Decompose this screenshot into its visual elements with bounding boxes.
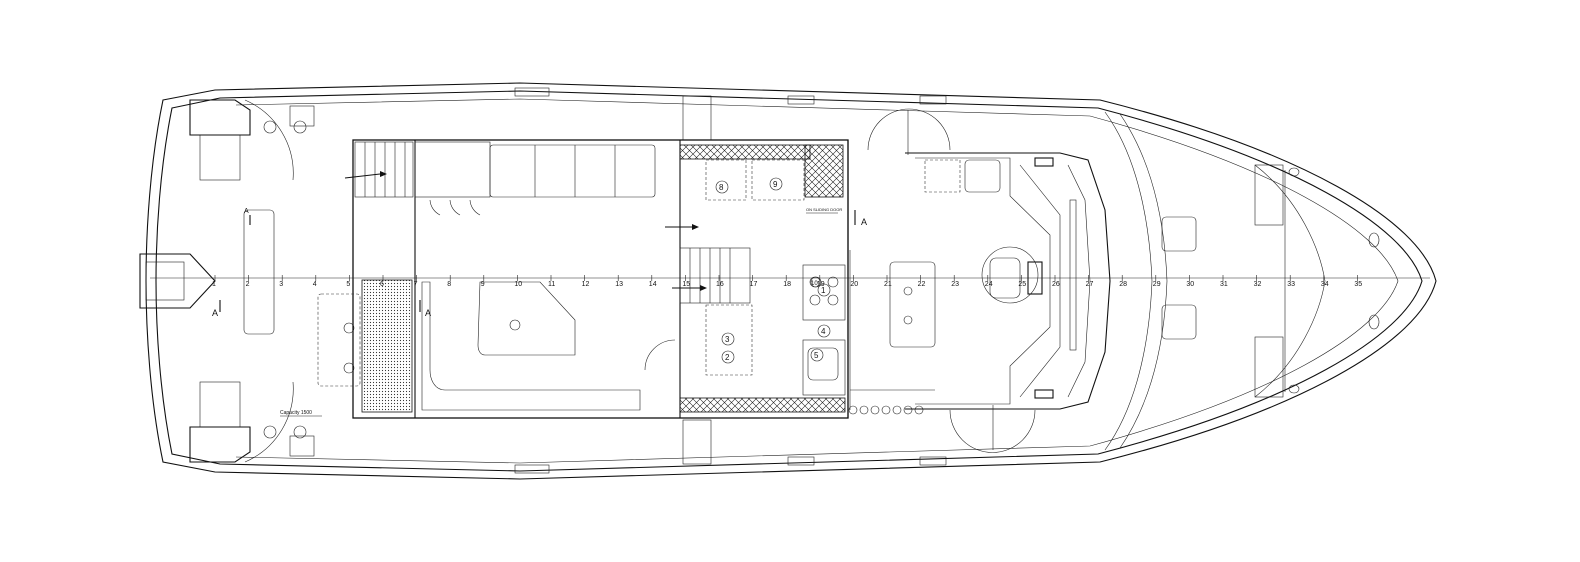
station-label: 6 <box>380 281 384 288</box>
flow-arrows <box>380 171 707 291</box>
station-label: 29 <box>1153 281 1161 288</box>
section-mark-a-fwd-upper: A <box>861 217 867 227</box>
station-label: 8 <box>447 281 451 288</box>
item-number-9: 9 <box>773 180 778 189</box>
locker-row-port <box>414 141 656 216</box>
station-label: 33 <box>1287 281 1295 288</box>
helm-station <box>981 164 1091 398</box>
station-label: 35 <box>1354 281 1362 288</box>
station-label: 19 <box>817 281 825 288</box>
item-number-3: 3 <box>725 335 730 344</box>
station-label: 11 <box>548 281 555 288</box>
station-label: 28 <box>1119 281 1127 288</box>
station-label: 30 <box>1186 281 1194 288</box>
stair-forward <box>679 247 751 304</box>
saloon-settee <box>317 281 676 411</box>
station-label: 7 <box>414 281 418 288</box>
station-label: 13 <box>615 281 623 288</box>
station-label: 23 <box>951 281 959 288</box>
deck-fittings <box>263 87 947 474</box>
hull-outline <box>139 82 1437 480</box>
section-markers: A A A A <box>212 208 867 318</box>
item-number-2: 2 <box>725 353 730 362</box>
galley <box>802 250 936 410</box>
station-label: 10 <box>514 281 522 288</box>
cabin-walls <box>352 139 1111 419</box>
station-label: 4 <box>313 281 317 288</box>
section-mark-a-mid-lower: A <box>425 308 431 318</box>
station-label: 2 <box>246 281 250 288</box>
item-number-1: 1 <box>821 286 826 295</box>
station-label: 14 <box>649 281 657 288</box>
head-compartment <box>924 157 1054 399</box>
station-label: 18 <box>783 281 791 288</box>
item-number-8: 8 <box>719 183 724 192</box>
station-label: 15 <box>682 281 690 288</box>
station-label: 9 <box>481 281 485 288</box>
section-mark-a-aft-upper: A <box>244 208 249 215</box>
item-number-4: 4 <box>821 327 826 336</box>
station-label: 24 <box>985 281 993 288</box>
stern-door-swings <box>244 99 294 463</box>
bench-circles <box>848 405 924 415</box>
station-label: 21 <box>884 281 892 288</box>
item-number-5: 5 <box>814 351 819 360</box>
station-label: 5 <box>346 281 350 288</box>
station-label: 25 <box>1018 281 1026 288</box>
station-label: 27 <box>1086 281 1094 288</box>
station-label: 12 <box>582 281 590 288</box>
pilothouse-door-swings <box>867 108 1036 453</box>
station-label: 17 <box>750 281 758 288</box>
capacity-note: Capacity 1500 <box>280 410 312 416</box>
station-label: 20 <box>850 281 858 288</box>
station-label: 22 <box>918 281 926 288</box>
station-label: 31 <box>1220 281 1228 288</box>
station-label: 16 <box>716 281 724 288</box>
station-label: 26 <box>1052 281 1060 288</box>
station-label: 3 <box>279 281 283 288</box>
section-mark-a-aft-lower: A <box>212 308 218 318</box>
sliding-door-note: ON SLIDING DOOR <box>806 207 842 212</box>
station-label: 32 <box>1254 281 1262 288</box>
item-callouts: 1 2 3 4 5 8 9 10 <box>715 177 831 364</box>
stair-port-aft <box>344 141 414 198</box>
hatched-areas <box>361 144 846 413</box>
station-label: 34 <box>1321 281 1329 288</box>
station-label: 1 <box>212 281 216 288</box>
item-number-10: 10 <box>811 281 818 287</box>
